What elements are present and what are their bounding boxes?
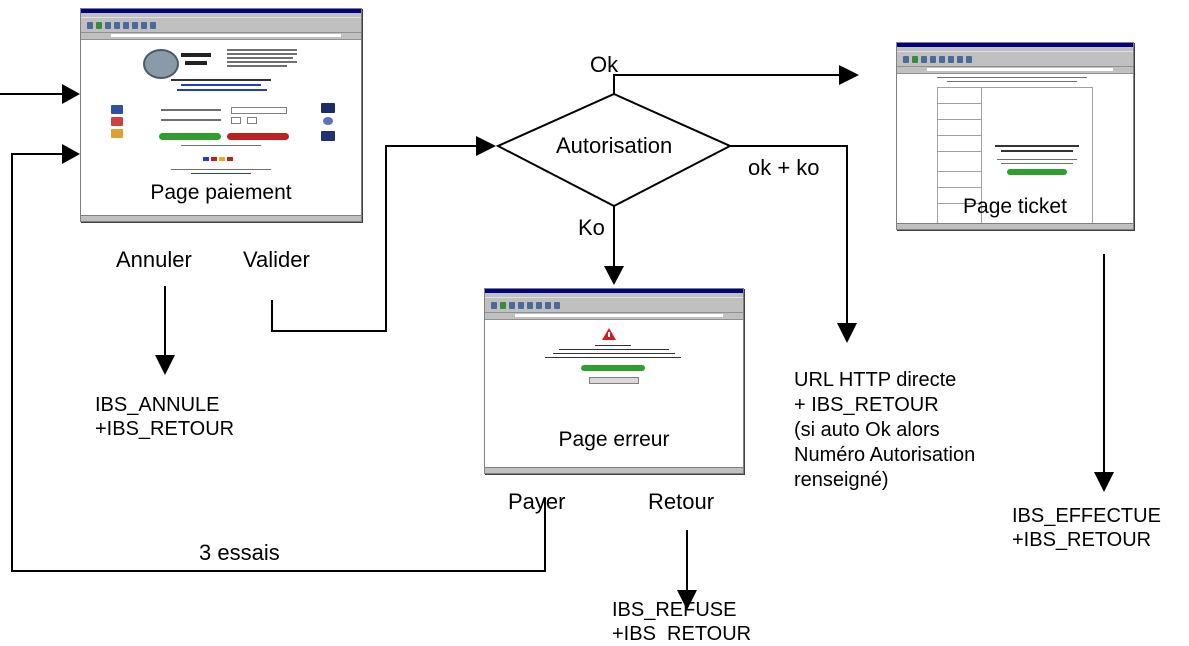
http-line-1: URL HTTP directe [794, 369, 957, 391]
retry-arrowhead [62, 144, 80, 164]
payment-page-caption: Page paiement [150, 181, 292, 204]
retour-label: Retour [648, 489, 715, 514]
refuse-line-1: IBS_REFUSE [612, 599, 737, 621]
ok-label: Ok [590, 52, 619, 77]
http-outcome: URL HTTP directe + IBS_RETOUR (si auto O… [794, 368, 975, 493]
effectue-outcome: IBS_EFFECTUE +IBS_RETOUR [1012, 504, 1161, 552]
essais-label: 3 essais [199, 540, 280, 565]
valider-label: Valider [243, 247, 310, 272]
annule-line-1: IBS_ANNULE [95, 394, 220, 416]
ok-arrowhead [839, 65, 859, 85]
refuse-line-2: +IBS RETOUR [612, 623, 752, 645]
payer-label: Payer [508, 489, 566, 514]
entry-arrowhead [62, 84, 80, 104]
annuler-arrowhead [155, 355, 175, 375]
valider-line [271, 145, 476, 332]
annuler-label: Annuler [116, 247, 192, 272]
decision-diamond [495, 92, 733, 208]
ok-line [613, 74, 839, 94]
warning-icon [602, 328, 616, 340]
effectue-line-2: +IBS_RETOUR [1012, 529, 1152, 551]
ko-arrowhead [604, 266, 624, 285]
error-page-screenshot: Page erreur [484, 288, 744, 474]
valider-arrowhead [476, 136, 496, 156]
http-line-2: + IBS_RETOUR [794, 394, 939, 416]
retry-loop-line [11, 153, 546, 572]
shop-logo [143, 49, 179, 79]
decision-label: Autorisation [556, 133, 673, 158]
http-line-4: Numéro Autorisation [794, 444, 976, 466]
error-page-caption: Page erreur [558, 428, 670, 451]
ok-ko-arrowhead [837, 323, 857, 343]
ok-ko-label: ok + ko [748, 155, 820, 180]
refuse-outcome: IBS_REFUSE +IBS RETOUR [612, 598, 751, 646]
annule-outcome: IBS_ANNULE +IBS_RETOUR [95, 393, 234, 441]
ticket-page-screenshot: Page ticket [896, 42, 1134, 230]
effectue-line-1: IBS_EFFECTUE [1012, 505, 1161, 527]
payment-page-screenshot: Page paiement [80, 8, 362, 222]
ticket-arrowhead [1094, 472, 1114, 492]
annule-line-2: +IBS_RETOUR [95, 418, 235, 440]
ticket-page-caption: Page ticket [963, 195, 1067, 218]
http-line-3: (si auto Ok alors [794, 419, 940, 441]
retour-arrowhead [677, 590, 697, 610]
http-line-5: renseigné) [794, 469, 889, 491]
ko-label: Ko [578, 215, 605, 240]
ok-ko-line [730, 145, 848, 325]
